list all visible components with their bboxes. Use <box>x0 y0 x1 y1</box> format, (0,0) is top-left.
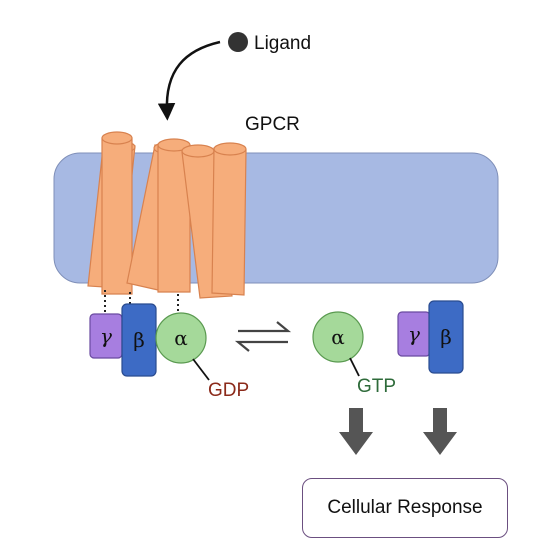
beta-gamma-dimer: γ β <box>397 300 464 374</box>
cellular-response-box: Cellular Response <box>302 478 508 538</box>
gpcr-label: GPCR <box>245 114 300 135</box>
helix-2 <box>101 131 133 295</box>
forward-arrow <box>238 321 292 333</box>
alpha-gtp-complex: α GTP <box>312 311 396 397</box>
gtp-link <box>349 357 360 377</box>
equilibrium-arrows <box>234 321 292 352</box>
gamma-label-left: γ <box>100 324 112 348</box>
ligand-label: Ligand <box>254 33 311 54</box>
beta-gamma-signal-arrow <box>423 408 457 455</box>
gdp-link <box>192 358 210 381</box>
beta-subunit-right <box>428 300 464 374</box>
gdp-label: GDP <box>208 380 249 401</box>
helix-6 <box>211 142 247 296</box>
alpha-subunit-left <box>155 312 207 364</box>
alpha-signal-arrow <box>339 408 373 455</box>
gamma-label-right: γ <box>408 322 420 346</box>
gtp-label: GTP <box>357 376 396 397</box>
g-protein-inactive: γ β α GDP <box>89 303 249 401</box>
ligand-binding-arrow <box>157 40 221 121</box>
helix-4 <box>157 138 191 293</box>
reverse-arrow <box>234 340 288 352</box>
beta-label-right: β <box>440 325 452 349</box>
alpha-label-right: α <box>331 325 345 349</box>
gpcr-receptor <box>87 131 247 299</box>
alpha-label-left: α <box>174 326 188 350</box>
beta-label-left: β <box>133 328 145 352</box>
ligand-molecule <box>228 32 248 52</box>
alpha-subunit-right <box>312 311 364 363</box>
